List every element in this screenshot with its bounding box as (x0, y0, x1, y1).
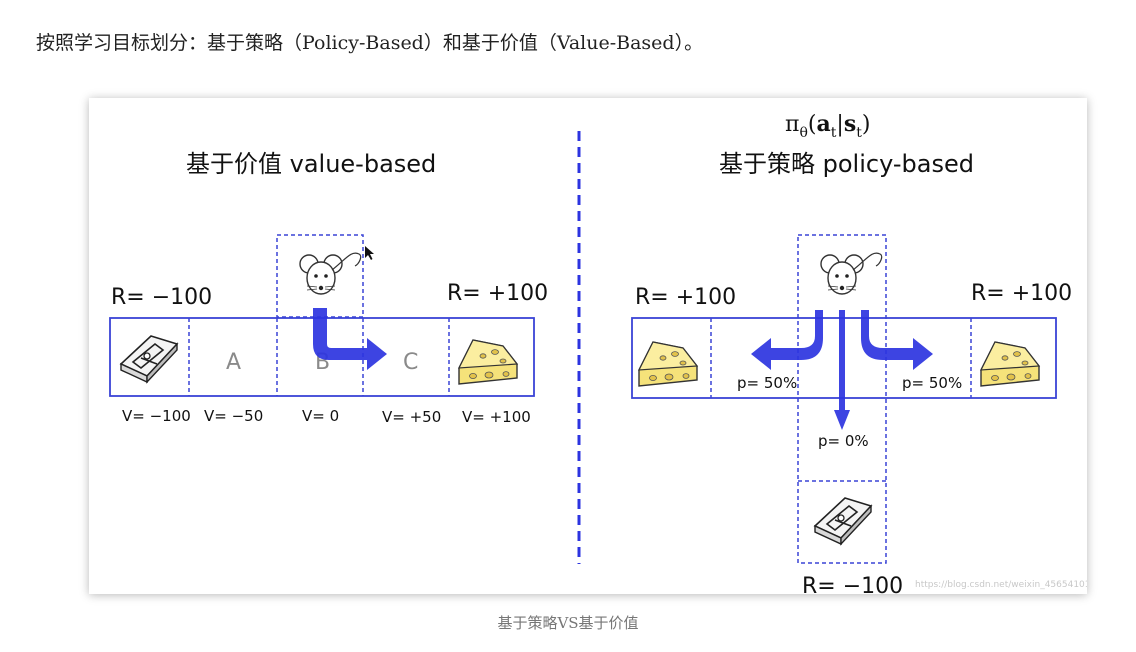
cheese-icon (458, 339, 518, 385)
value-label-1: V= −100 (122, 407, 191, 425)
policy-cheese-right-icon (980, 341, 1040, 387)
cursor-icon (365, 246, 374, 260)
reward-label-left: R= +100 (635, 285, 736, 310)
cell-label-a: A (226, 350, 241, 375)
policy-column (797, 234, 887, 564)
probability-right: p= 50% (902, 374, 962, 392)
reward-left-label: R= −100 (111, 285, 212, 310)
arrow-down-icon (834, 310, 850, 430)
move-right-arrow-icon (313, 308, 387, 370)
policy-cheese-left-icon (638, 341, 698, 387)
policy-formula: πθ(at|st) (785, 111, 870, 141)
policy-mouse-icon (820, 252, 883, 295)
probability-down: p= 0% (818, 432, 869, 450)
reward-label-bottom: R= −100 (802, 574, 903, 594)
value-based-title: 基于价值 value-based (186, 150, 436, 178)
mousetrap-icon (120, 335, 178, 383)
policy-based-title: 基于策略 policy-based (719, 150, 974, 178)
figure-caption: 基于策略VS基于价值 (497, 614, 639, 632)
value-label-2: V= −50 (204, 407, 263, 425)
reward-right-label: R= +100 (447, 281, 548, 306)
cell-label-c: C (403, 350, 418, 375)
section-heading: 按照学习目标划分：基于策略（Policy-Based）和基于价值（Value-B… (36, 32, 704, 54)
arrow-left-icon (751, 310, 823, 370)
value-label-3: V= 0 (302, 407, 339, 425)
arrow-right-icon (861, 310, 933, 370)
probability-left: p= 50% (737, 374, 797, 392)
value-label-4: V= +50 (382, 408, 441, 426)
mouse-icon (299, 252, 362, 295)
policy-mousetrap-icon (814, 497, 872, 545)
reward-label-right: R= +100 (971, 281, 1072, 306)
value-label-5: V= +100 (462, 408, 531, 426)
watermark: https://blog.csdn.net/weixin_45654101 (915, 580, 1087, 590)
comparison-figure: 基于价值 value-based A B C R= −100 R= +100 V… (89, 98, 1087, 594)
